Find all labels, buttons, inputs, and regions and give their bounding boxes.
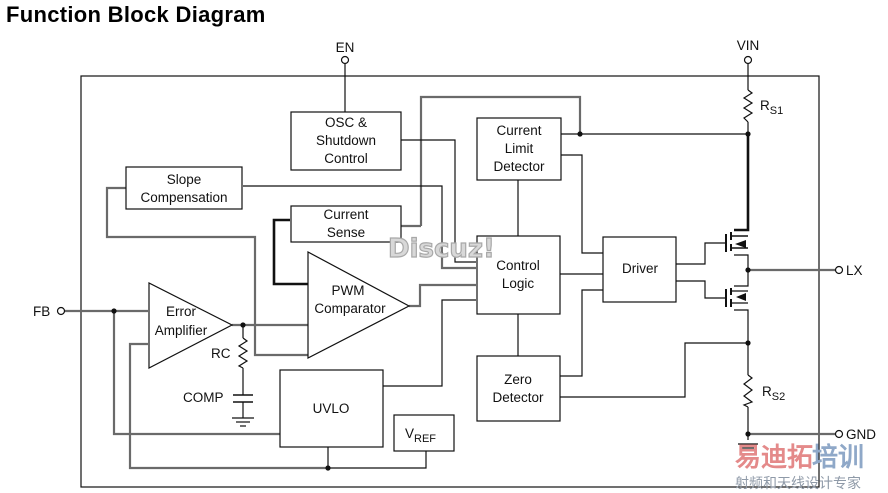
rs1-label: RS1: [760, 98, 783, 117]
current-limit-line1: Current: [496, 123, 541, 138]
vref-main: V: [405, 426, 414, 441]
pin-gnd-label: GND: [846, 427, 876, 442]
zero-detector-line2: Detector: [492, 390, 544, 405]
osc-label-line2: Shutdown: [316, 133, 376, 148]
pin-fb-terminal[interactable]: [56, 306, 66, 316]
rc-resistor: RC: [211, 337, 249, 369]
pin-vin[interactable]: VIN: [737, 38, 760, 65]
high-side-mosfet-icon: [725, 232, 748, 252]
control-logic-line1: Control: [496, 258, 540, 273]
uvlo-label: UVLO: [313, 401, 350, 416]
current-sense-wire: [272, 218, 308, 286]
pin-gnd[interactable]: GND: [834, 427, 877, 442]
rs2-resistor: RS2: [742, 374, 785, 408]
zero-detector-line1: Zero: [504, 372, 532, 387]
rc-label: RC: [211, 346, 231, 361]
zero-detector-block: Zero Detector: [476, 355, 561, 422]
osc-label-line1: OSC &: [325, 115, 367, 130]
ground-symbol-main: [738, 443, 758, 449]
driver-label: Driver: [622, 261, 659, 276]
pwm-line2: Comparator: [314, 301, 386, 316]
pin-gnd-terminal[interactable]: [834, 429, 844, 439]
slope-compensation-block: Slope Compensation: [125, 166, 243, 210]
chip-outline: [80, 75, 820, 488]
pwm-line1: PWM: [332, 283, 365, 298]
vref-label: VREF: [405, 426, 436, 445]
pin-en[interactable]: EN: [336, 40, 355, 65]
comp-label: COMP: [183, 390, 224, 405]
current-sense-block: Current Sense: [290, 205, 402, 243]
watermark-cn-red: 易迪拓: [735, 443, 813, 473]
ground-symbol-comp: [232, 417, 254, 427]
pin-lx-label: LX: [846, 263, 863, 278]
pin-vin-terminal[interactable]: [743, 55, 753, 65]
error-amp-line1: Error: [166, 304, 197, 319]
watermark-cn-blue: 培训: [812, 443, 864, 473]
watermark-discuz: Discuz!: [388, 234, 495, 264]
pin-lx[interactable]: LX: [834, 263, 863, 278]
rc-resistor-icon: [237, 337, 249, 369]
error-amplifier: Error Amplifier: [148, 282, 234, 369]
osc-label-line3: Control: [324, 151, 368, 166]
gray-wires: [64, 95, 835, 470]
comp-capacitor: COMP: [183, 390, 253, 405]
current-sense-line1: Current: [323, 207, 368, 222]
uvlo-block: UVLO: [279, 369, 384, 448]
low-side-mosfet-icon: [725, 288, 748, 307]
rs2-main: R: [762, 384, 772, 399]
driver-block: Driver: [602, 236, 677, 303]
pin-fb-label: FB: [33, 304, 50, 319]
slope-line1: Slope: [167, 172, 202, 187]
pin-vin-label: VIN: [737, 38, 760, 53]
watermark-cn-sub: 射频和天线设计专家: [735, 475, 861, 492]
osc-shutdown-block: OSC & Shutdown Control: [290, 111, 402, 171]
rs2-sub: S2: [772, 391, 785, 403]
pin-fb[interactable]: FB: [33, 304, 66, 319]
black-wires: [242, 64, 749, 469]
pin-en-label: EN: [336, 40, 355, 55]
vref-sub: REF: [414, 433, 436, 445]
high-side-path: [734, 134, 750, 232]
current-limit-line2: Limit: [505, 141, 534, 156]
rs1-resistor-icon: [742, 89, 754, 123]
current-limit-line3: Detector: [493, 159, 545, 174]
control-logic-line2: Logic: [502, 276, 535, 291]
slope-line2: Compensation: [140, 190, 227, 205]
rs1-main: R: [760, 98, 770, 113]
diagram-title: Function Block Diagram: [6, 2, 266, 27]
rs1-resistor: RS1: [742, 89, 783, 123]
pin-lx-terminal[interactable]: [834, 265, 844, 275]
pin-en-terminal[interactable]: [340, 55, 350, 65]
rs2-label: RS2: [762, 384, 785, 403]
control-logic-block: Control Logic: [476, 235, 561, 315]
rs2-resistor-icon: [742, 374, 754, 408]
pwm-comparator: PWM Comparator: [307, 250, 411, 359]
current-limit-detector-block: Current Limit Detector: [476, 117, 562, 181]
error-amp-line2: Amplifier: [155, 323, 208, 338]
rs1-sub: S1: [770, 105, 783, 117]
junction-dots: [111, 131, 751, 471]
vref-block: VREF: [393, 414, 455, 452]
current-sense-line2: Sense: [327, 225, 365, 240]
